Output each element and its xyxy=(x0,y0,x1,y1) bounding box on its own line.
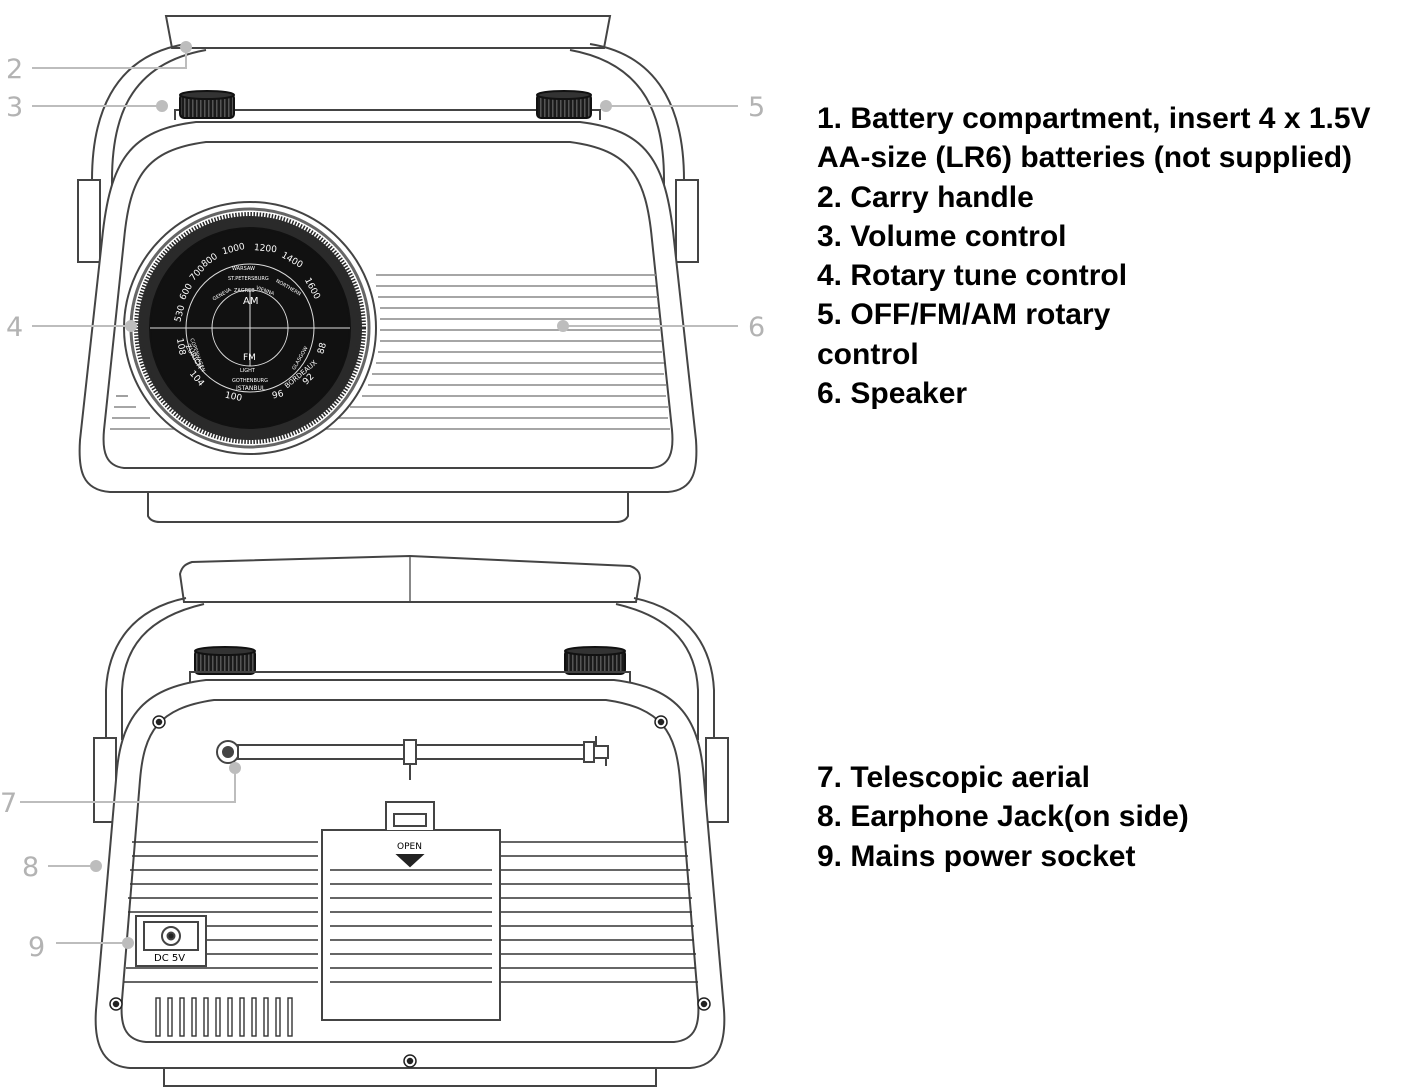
callout-mode-control: 5 xyxy=(748,92,765,123)
tuning-dial xyxy=(123,201,377,455)
volume-knob xyxy=(179,90,235,119)
front-callout-leaders xyxy=(32,41,738,332)
legend-item-volume-control: 3. Volume control xyxy=(817,219,1067,253)
mode-knob-back xyxy=(564,646,626,675)
station-label: LIGHT xyxy=(240,368,256,374)
dc-power-socket xyxy=(135,915,207,967)
dial-fm-label: FM xyxy=(243,353,256,363)
legend-item-telescopic-aerial: 7. Telescopic aerial xyxy=(817,761,1090,794)
dial-am-label: AM xyxy=(243,296,258,307)
fm-tick-label: 108 xyxy=(174,337,187,356)
fm-tick-label: 88 xyxy=(316,341,329,355)
legend-item-battery-compartment: 1. Battery compartment, insert 4 x 1.5V xyxy=(817,102,1371,135)
legend-item-battery-compartment-cont: AA-size (LR6) batteries (not supplied) xyxy=(817,141,1353,175)
callout-volume-control: 3 xyxy=(6,92,23,123)
legend-item-carry-handle: 2. Carry handle xyxy=(817,180,1034,214)
legend-item-speaker: 6. Speaker xyxy=(817,377,968,411)
carry-handle-back xyxy=(105,554,715,740)
callout-speaker: 6 xyxy=(748,312,765,343)
telescopic-aerial xyxy=(216,736,609,780)
legend-item-mode-rotary-control-cont: control xyxy=(817,337,919,371)
mode-knob xyxy=(536,90,592,119)
station-label: ST.PETERSBURG xyxy=(228,276,269,282)
back-speaker-grille xyxy=(124,841,698,983)
battery-compartment-cover xyxy=(321,801,501,1021)
callout-carry-handle: 2 xyxy=(6,54,23,85)
am-tick-label: 1200 xyxy=(253,243,277,255)
legend-back-parts: 7. Telescopic aerial 8. Earphone Jack(on… xyxy=(817,758,1189,876)
battery-cover-open-label: OPEN xyxy=(397,842,422,852)
screws xyxy=(109,715,711,1068)
back-callout-leaders xyxy=(20,762,241,949)
station-label: WARSAW xyxy=(232,266,255,272)
station-label: GOTHENBURG xyxy=(232,378,268,384)
front-speaker-grille xyxy=(110,274,670,430)
callout-telescopic-aerial: 7 xyxy=(0,788,17,819)
legend-item-earphone-jack: 8. Earphone Jack(on side) xyxy=(817,800,1189,834)
station-label: ISTANBUL xyxy=(236,385,266,392)
radio-front-view xyxy=(77,15,699,523)
callout-tune-control: 4 xyxy=(6,312,23,343)
rear-vents xyxy=(155,997,293,1037)
legend-item-mode-rotary-control: 5. OFF/FM/AM rotary xyxy=(817,298,1111,332)
dc-socket-label: DC 5V xyxy=(154,953,185,964)
volume-knob-back xyxy=(194,646,256,675)
carry-handle-front xyxy=(91,15,685,260)
callout-mains-socket: 9 xyxy=(28,932,45,963)
callout-earphone-jack: 8 xyxy=(22,852,39,883)
am-tick-label: 530 xyxy=(173,304,187,323)
radio-back-view xyxy=(93,554,729,1087)
station-label: ZAGREB xyxy=(234,288,255,294)
fm-tick-label: 100 xyxy=(224,391,243,404)
legend-front-parts: 1. Battery compartment, insert 4 x 1.5V … xyxy=(817,99,1371,413)
legend-item-mains-power-socket: 9. Mains power socket xyxy=(817,839,1136,873)
fm-tick-label: 96 xyxy=(271,389,285,402)
legend-item-rotary-tune-control: 4. Rotary tune control xyxy=(817,259,1128,293)
